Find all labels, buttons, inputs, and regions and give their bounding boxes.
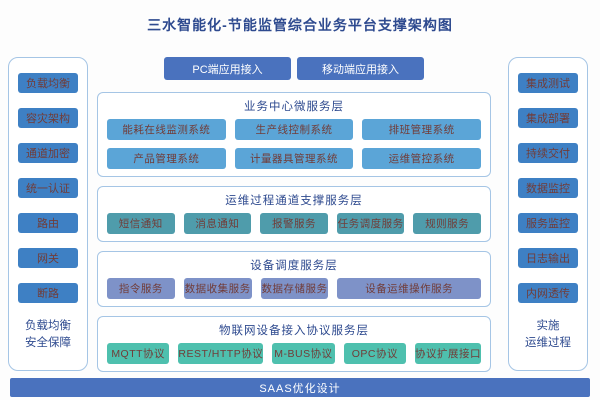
node-ops-control-system: 运维管控系统 [362, 148, 482, 169]
right-operations-panel: 集成测试 集成部署 持续交付 数据监控 服务监控 日志输出 内网透传 实施 运维… [508, 57, 588, 371]
node-shift-management: 排班管理系统 [362, 119, 482, 140]
node-energy-online-monitoring: 能耗在线监测系统 [107, 119, 226, 140]
layer-item-row: 产品管理系统 计量器具管理系统 运维管控系统 [107, 148, 482, 169]
layer-business-microservices: 业务中心微服务层 能耗在线监测系统 生产线控制系统 排班管理系统 产品管理系统 … [97, 92, 491, 177]
node-data-collection-service: 数据收集服务 [183, 278, 252, 299]
node-opc-protocol: OPC协议 [343, 343, 407, 364]
node-log-output: 日志输出 [518, 248, 578, 268]
layer-device-scheduling: 设备调度服务层 指令服务 数据收集服务 数据存储服务 设备运维操作服务 [97, 251, 491, 307]
node-production-line-control: 生产线控制系统 [234, 119, 354, 140]
layer-title: 业务中心微服务层 [244, 101, 344, 113]
page-title: 三水智能化-节能监管综合业务平台支撑架构图 [147, 17, 453, 33]
node-disaster-recovery: 容灾架构 [18, 108, 78, 128]
left-panel-caption-line1: 负载均衡 [25, 320, 71, 332]
node-load-balancing: 负载均衡 [18, 73, 78, 93]
node-task-scheduling-service: 任务调度服务 [336, 213, 405, 234]
right-panel-caption-line1: 实施 [536, 320, 560, 332]
node-continuous-delivery: 持续交付 [518, 143, 578, 163]
layer-item-row: 指令服务 数据收集服务 数据存储服务 设备运维操作服务 [107, 278, 482, 299]
layer-title: 物联网设备接入协议服务层 [219, 325, 369, 337]
node-integration-test: 集成测试 [518, 73, 578, 93]
layer-item-row: MQTT协议 REST/HTTP协议 M-BUS协议 OPC协议 协议扩展接口 [107, 343, 482, 364]
node-command-service: 指令服务 [107, 278, 175, 299]
node-intranet-passthrough: 内网透传 [518, 283, 578, 303]
right-panel-caption-line2: 运维过程 [525, 337, 571, 349]
node-service-monitoring: 服务监控 [518, 213, 578, 233]
layer-iot-protocol-access: 物联网设备接入协议服务层 MQTT协议 REST/HTTP协议 M-BUS协议 … [97, 316, 491, 372]
node-product-management: 产品管理系统 [107, 148, 226, 169]
layer-item-row: 短信通知 消息通知 报警服务 任务调度服务 规则服务 [107, 213, 481, 234]
node-pc-app-access: PC端应用接入 [164, 57, 291, 80]
node-rule-service: 规则服务 [413, 213, 481, 234]
saas-optimization-bar: SAAS优化设计 [10, 378, 590, 397]
node-message-notification: 消息通知 [183, 213, 252, 234]
node-unified-auth: 统一认证 [18, 178, 78, 198]
node-circuit-break: 断路 [18, 283, 78, 303]
right-panel-caption: 实施 运维过程 [525, 318, 571, 352]
center-stack: PC端应用接入 移动端应用接入 业务中心微服务层 能耗在线监测系统 生产线控制系… [97, 57, 491, 381]
node-sms-notification: 短信通知 [107, 213, 175, 234]
node-data-storage-service: 数据存储服务 [260, 278, 329, 299]
node-data-monitoring: 数据监控 [518, 178, 578, 198]
layer-title: 运维过程通道支撑服务层 [225, 195, 363, 207]
node-rest-http-protocol: REST/HTTP协议 [178, 343, 264, 364]
node-mobile-app-access: 移动端应用接入 [297, 57, 424, 80]
app-access-row: PC端应用接入 移动端应用接入 [97, 57, 491, 80]
node-channel-encryption: 通道加密 [18, 143, 78, 163]
node-routing: 路由 [18, 213, 78, 233]
layer-item-row: 能耗在线监测系统 生产线控制系统 排班管理系统 [107, 119, 482, 140]
left-assurance-panel: 负载均衡 容灾架构 通道加密 统一认证 路由 网关 断路 负载均衡 安全保障 [8, 57, 88, 371]
node-alarm-service: 报警服务 [260, 213, 328, 234]
layer-title: 设备调度服务层 [250, 260, 338, 272]
node-gateway: 网关 [18, 248, 78, 268]
node-protocol-extension-interface: 协议扩展接口 [415, 343, 482, 364]
node-metering-instrument-management: 计量器具管理系统 [234, 148, 354, 169]
node-mbus-protocol: M-BUS协议 [272, 343, 335, 364]
node-device-ops-operation-service: 设备运维操作服务 [337, 278, 482, 299]
left-panel-caption-line2: 安全保障 [25, 337, 71, 349]
node-mqtt-protocol: MQTT协议 [107, 343, 170, 364]
layer-ops-channel-support: 运维过程通道支撑服务层 短信通知 消息通知 报警服务 任务调度服务 规则服务 [97, 186, 491, 242]
left-panel-caption: 负载均衡 安全保障 [25, 318, 71, 352]
node-integration-deploy: 集成部署 [518, 108, 578, 128]
